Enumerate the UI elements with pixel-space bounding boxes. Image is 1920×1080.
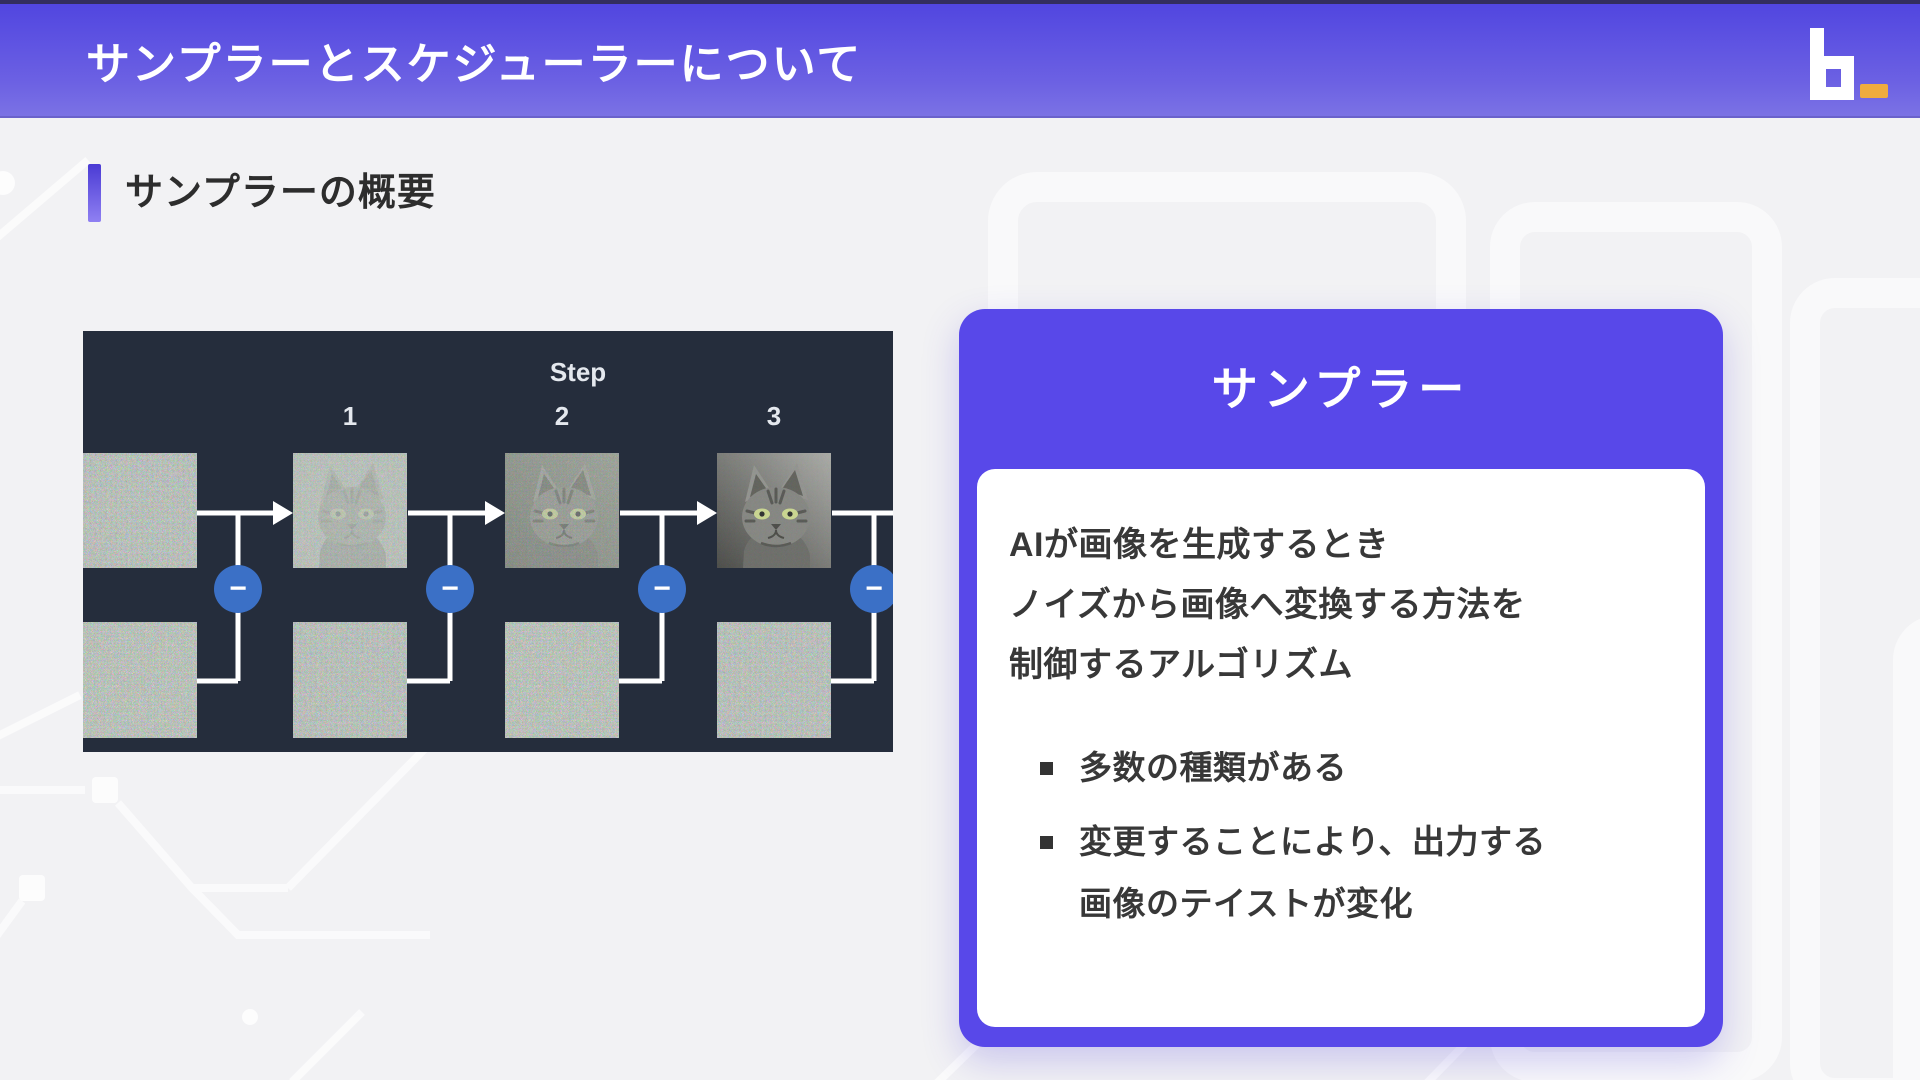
logo (1810, 28, 1888, 100)
noise-image-start (83, 453, 197, 568)
section-heading: サンプラーの概要 (88, 164, 436, 222)
header-bar: サンプラーとスケジューラーについて (0, 0, 1920, 118)
bullet-square-icon (1040, 762, 1053, 775)
card-body-line: ノイズから画像へ変換する方法を (1009, 586, 1526, 624)
step-number-3: 3 (766, 401, 782, 431)
arrowhead-icons (273, 501, 717, 525)
step-label: Step (549, 357, 607, 387)
cat-step2-image (505, 453, 619, 568)
bullet-text-line: 変更することにより、出力する (1079, 823, 1547, 860)
minus-circle-icon: − (214, 565, 262, 613)
noise-image-bottom-1 (83, 622, 197, 738)
step-number-1: 1 (342, 401, 358, 431)
cat-step1-image (293, 453, 407, 568)
bullet-square-icon (1040, 836, 1053, 849)
logo-underscore-icon (1860, 84, 1888, 98)
minus-circle-icon: − (426, 565, 474, 613)
bullet-text: 変更することにより、出力する 画像のテイストが変化 (1079, 811, 1546, 935)
card-body-panel: AIが画像を生成するとき ノイズから画像へ変換する方法を 制御するアルゴリズム … (977, 469, 1705, 1027)
card-body-line: 制御するアルゴリズム (1009, 646, 1353, 684)
card-title: サンプラー (1211, 363, 1471, 415)
card-bullet-list: 多数の種類がある 変更することにより、出力する 画像のテイストが変化 (1009, 737, 1677, 935)
section-accent-bar (88, 164, 101, 222)
noise-image-bottom-2 (293, 622, 407, 738)
card-body-line: AIが画像を生成するとき (1009, 526, 1389, 564)
diffusion-diagram: Step 1 2 3 (83, 331, 893, 752)
cat-step3-image (717, 453, 831, 568)
step-number-2: 2 (554, 401, 570, 431)
minus-symbol: − (653, 572, 671, 605)
bullet-text: 多数の種類がある (1079, 749, 1347, 786)
list-item: 変更することにより、出力する 画像のテイストが変化 (1040, 811, 1677, 935)
minus-symbol: − (441, 572, 459, 605)
bullet-text-line: 画像のテイストが変化 (1079, 885, 1414, 922)
list-item: 多数の種類がある (1040, 737, 1677, 799)
card-body: AIが画像を生成するとき ノイズから画像へ変換する方法を 制御するアルゴリズム … (977, 469, 1705, 935)
page-title: サンプラーとスケジューラーについて (86, 40, 863, 89)
minus-symbol: − (865, 572, 883, 605)
sampler-card: サンプラー AIが画像を生成するとき ノイズから画像へ変換する方法を 制御するア… (959, 309, 1723, 1047)
minus-circle-icon: − (850, 565, 893, 613)
section-title: サンプラーの概要 (125, 172, 436, 214)
minus-symbol: − (229, 572, 247, 605)
logo-b-icon (1810, 28, 1854, 100)
minus-circle-icon: − (638, 565, 686, 613)
noise-image-bottom-4 (717, 622, 831, 738)
noise-image-bottom-3 (505, 622, 619, 738)
